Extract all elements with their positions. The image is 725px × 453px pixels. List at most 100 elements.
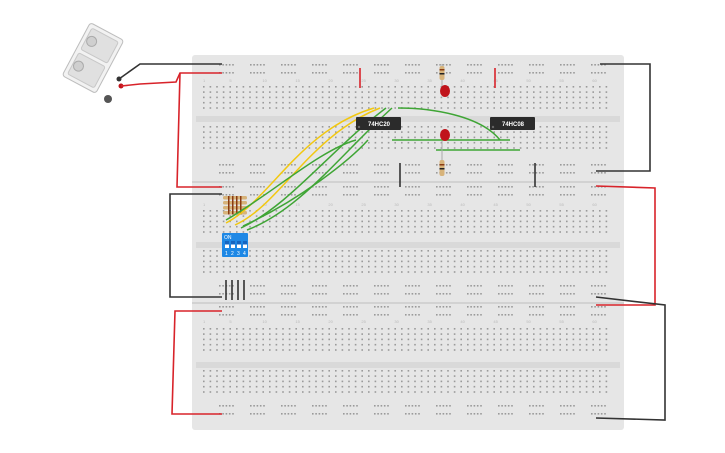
breadboard-hole[interactable] xyxy=(374,86,377,88)
breadboard-hole[interactable] xyxy=(383,194,386,196)
breadboard-hole[interactable] xyxy=(335,265,337,268)
breadboard-hole[interactable] xyxy=(356,186,358,188)
breadboard-hole[interactable] xyxy=(566,220,568,223)
breadboard-hole[interactable] xyxy=(529,314,531,316)
breadboard-hole[interactable] xyxy=(519,328,522,330)
breadboard-hole[interactable] xyxy=(414,271,416,273)
breadboard-hole[interactable] xyxy=(414,220,416,223)
breadboard-hole[interactable] xyxy=(242,96,245,99)
breadboard-hole[interactable] xyxy=(374,338,377,341)
breadboard-hole[interactable] xyxy=(460,349,462,351)
breadboard-hole[interactable] xyxy=(442,64,445,66)
breadboard-hole[interactable] xyxy=(282,91,284,93)
breadboard-hole[interactable] xyxy=(341,220,344,223)
breadboard-hole[interactable] xyxy=(414,260,416,263)
breadboard-hole[interactable] xyxy=(229,147,231,149)
breadboard-hole[interactable] xyxy=(532,72,534,74)
breadboard-hole[interactable] xyxy=(533,91,535,93)
breadboard-hole[interactable] xyxy=(498,293,500,295)
breadboard-hole[interactable] xyxy=(222,86,225,88)
breadboard-hole[interactable] xyxy=(538,405,541,407)
breadboard-hole[interactable] xyxy=(511,64,513,66)
breadboard-hole[interactable] xyxy=(434,328,436,330)
breadboard-hole[interactable] xyxy=(605,96,608,99)
breadboard-hole[interactable] xyxy=(592,391,594,393)
breadboard-hole[interactable] xyxy=(539,215,542,217)
breadboard-hole[interactable] xyxy=(275,220,278,223)
breadboard-hole[interactable] xyxy=(533,343,535,346)
breadboard-hole[interactable] xyxy=(572,225,575,228)
breadboard-hole[interactable] xyxy=(236,141,238,144)
breadboard-hole[interactable] xyxy=(519,385,522,388)
breadboard-hole[interactable] xyxy=(288,107,291,109)
breadboard-hole[interactable] xyxy=(381,231,383,233)
breadboard-hole[interactable] xyxy=(275,136,278,139)
breadboard-hole[interactable] xyxy=(295,328,297,330)
breadboard-hole[interactable] xyxy=(440,107,443,109)
breadboard-hole[interactable] xyxy=(594,314,596,316)
breadboard-hole[interactable] xyxy=(552,215,555,217)
breadboard-hole[interactable] xyxy=(259,405,262,407)
breadboard-hole[interactable] xyxy=(295,147,297,149)
breadboard-hole[interactable] xyxy=(498,164,500,166)
breadboard-hole[interactable] xyxy=(500,370,502,372)
breadboard-hole[interactable] xyxy=(605,215,608,217)
breadboard-hole[interactable] xyxy=(453,126,456,128)
breadboard-hole[interactable] xyxy=(256,64,259,66)
breadboard-hole[interactable] xyxy=(229,225,231,228)
breadboard-hole[interactable] xyxy=(315,215,317,217)
breadboard-hole[interactable] xyxy=(203,96,205,99)
breadboard-hole[interactable] xyxy=(592,343,594,346)
breadboard-hole[interactable] xyxy=(439,64,441,66)
breadboard-hole[interactable] xyxy=(361,96,363,99)
breadboard-hole[interactable] xyxy=(354,131,357,133)
breadboard-hole[interactable] xyxy=(566,225,568,228)
breadboard-hole[interactable] xyxy=(559,349,561,351)
breadboard-hole[interactable] xyxy=(511,413,513,415)
breadboard-hole[interactable] xyxy=(420,375,423,377)
breadboard-hole[interactable] xyxy=(346,172,348,174)
breadboard-hole[interactable] xyxy=(604,293,606,295)
breadboard-hole[interactable] xyxy=(420,147,423,149)
breadboard-hole[interactable] xyxy=(354,91,357,93)
breadboard-hole[interactable] xyxy=(511,285,513,287)
breadboard-hole[interactable] xyxy=(401,131,403,133)
red-wire[interactable] xyxy=(120,72,222,87)
breadboard-hole[interactable] xyxy=(407,225,410,228)
breadboard-hole[interactable] xyxy=(325,194,327,196)
breadboard-hole[interactable] xyxy=(335,328,337,330)
breadboard-hole[interactable] xyxy=(552,101,555,104)
breadboard-hole[interactable] xyxy=(269,265,271,268)
breadboard-hole[interactable] xyxy=(380,172,383,174)
breadboard-hole[interactable] xyxy=(420,265,423,268)
breadboard-hole[interactable] xyxy=(447,343,449,346)
breadboard-hole[interactable] xyxy=(387,370,390,372)
breadboard-hole[interactable] xyxy=(401,91,403,93)
breadboard-hole[interactable] xyxy=(318,314,321,316)
breadboard-hole[interactable] xyxy=(605,333,608,335)
breadboard-hole[interactable] xyxy=(506,225,509,228)
breadboard-hole[interactable] xyxy=(225,72,228,74)
breadboard-hole[interactable] xyxy=(348,271,350,273)
breadboard-hole[interactable] xyxy=(401,250,403,252)
breadboard-hole[interactable] xyxy=(259,164,262,166)
breadboard-hole[interactable] xyxy=(585,265,588,268)
breadboard-hole[interactable] xyxy=(255,375,258,377)
breadboard-hole[interactable] xyxy=(493,271,495,273)
breadboard-hole[interactable] xyxy=(605,250,608,252)
breadboard-hole[interactable] xyxy=(566,380,568,383)
breadboard-hole[interactable] xyxy=(381,210,383,212)
breadboard-hole[interactable] xyxy=(203,210,205,212)
breadboard-hole[interactable] xyxy=(420,225,423,228)
breadboard-hole[interactable] xyxy=(288,370,291,372)
breadboard-hole[interactable] xyxy=(486,260,489,263)
breadboard-hole[interactable] xyxy=(269,86,271,88)
breadboard-hole[interactable] xyxy=(439,285,441,287)
breadboard-hole[interactable] xyxy=(480,260,482,263)
breadboard-hole[interactable] xyxy=(539,231,542,233)
breadboard-hole[interactable] xyxy=(203,265,205,268)
breadboard-hole[interactable] xyxy=(321,126,324,128)
breadboard-hole[interactable] xyxy=(449,186,451,188)
breadboard-hole[interactable] xyxy=(321,375,324,377)
breadboard-hole[interactable] xyxy=(599,260,601,263)
